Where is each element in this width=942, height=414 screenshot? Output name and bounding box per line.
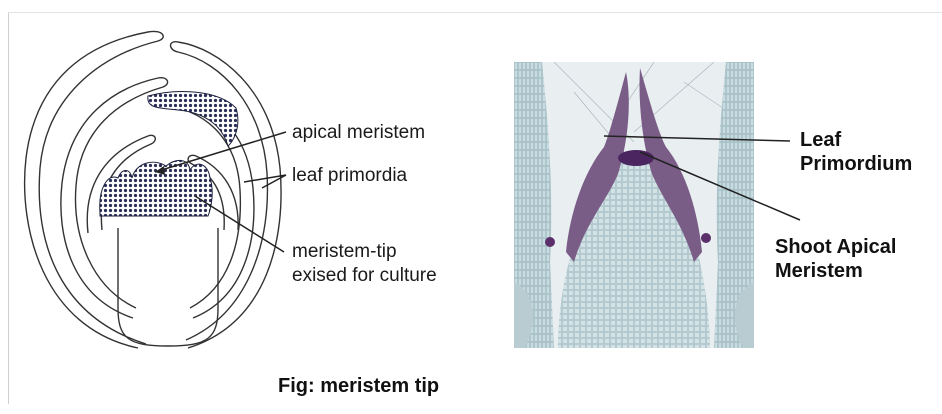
label-leaf-line2: Primordium <box>800 152 912 176</box>
frame-left-edge <box>8 12 9 404</box>
label-shoot-line1: Shoot Apical <box>775 235 896 259</box>
figure-caption: Fig: meristem tip <box>278 374 439 398</box>
label-meristem-tip-line1: meristem-tip <box>292 240 397 263</box>
frame-top-edge <box>8 12 942 13</box>
stem-base <box>118 228 218 346</box>
shoot-tip-schematic <box>18 18 308 354</box>
label-apical-meristem: apical meristem <box>292 121 425 144</box>
label-leaf-primordia: leaf primordia <box>292 164 407 187</box>
label-shoot-line2: Meristem <box>775 259 863 283</box>
label-meristem-tip-line2: exised for culture <box>292 264 437 287</box>
shoot-apex-micrograph <box>514 62 754 348</box>
label-leaf-line1: Leaf <box>800 128 841 152</box>
stained-young-leaf <box>148 92 238 146</box>
apical-dome <box>618 150 654 166</box>
